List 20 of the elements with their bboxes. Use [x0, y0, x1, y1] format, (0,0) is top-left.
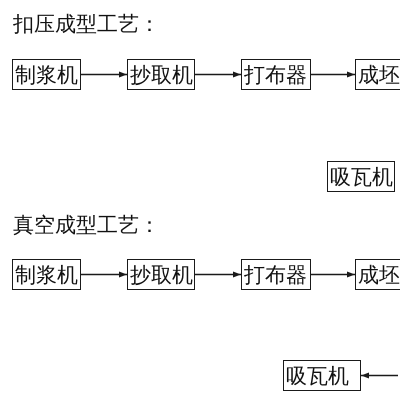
process-label: 吸瓦机: [286, 362, 349, 388]
process-box: [283, 360, 361, 391]
process-label: 抄取机: [130, 62, 193, 88]
arrow: [195, 72, 241, 78]
arrow: [81, 72, 127, 78]
process-label: 打布器: [244, 62, 307, 88]
arrow: [361, 372, 398, 378]
process-label: 制浆机: [15, 262, 78, 288]
section-heading: 真空成型工艺：: [13, 212, 160, 238]
process-label: 成坯: [358, 262, 400, 288]
process-label: 制浆机: [15, 62, 78, 88]
process-label: 抄取机: [130, 262, 193, 288]
arrow: [311, 72, 355, 78]
process-label: 打布器: [244, 262, 307, 288]
arrow: [81, 272, 127, 278]
process-label: 成坯: [358, 62, 400, 88]
section-heading: 扣压成型工艺：: [13, 11, 160, 37]
arrow: [195, 272, 241, 278]
process-label: 吸瓦机: [330, 164, 393, 190]
arrow: [311, 272, 355, 278]
